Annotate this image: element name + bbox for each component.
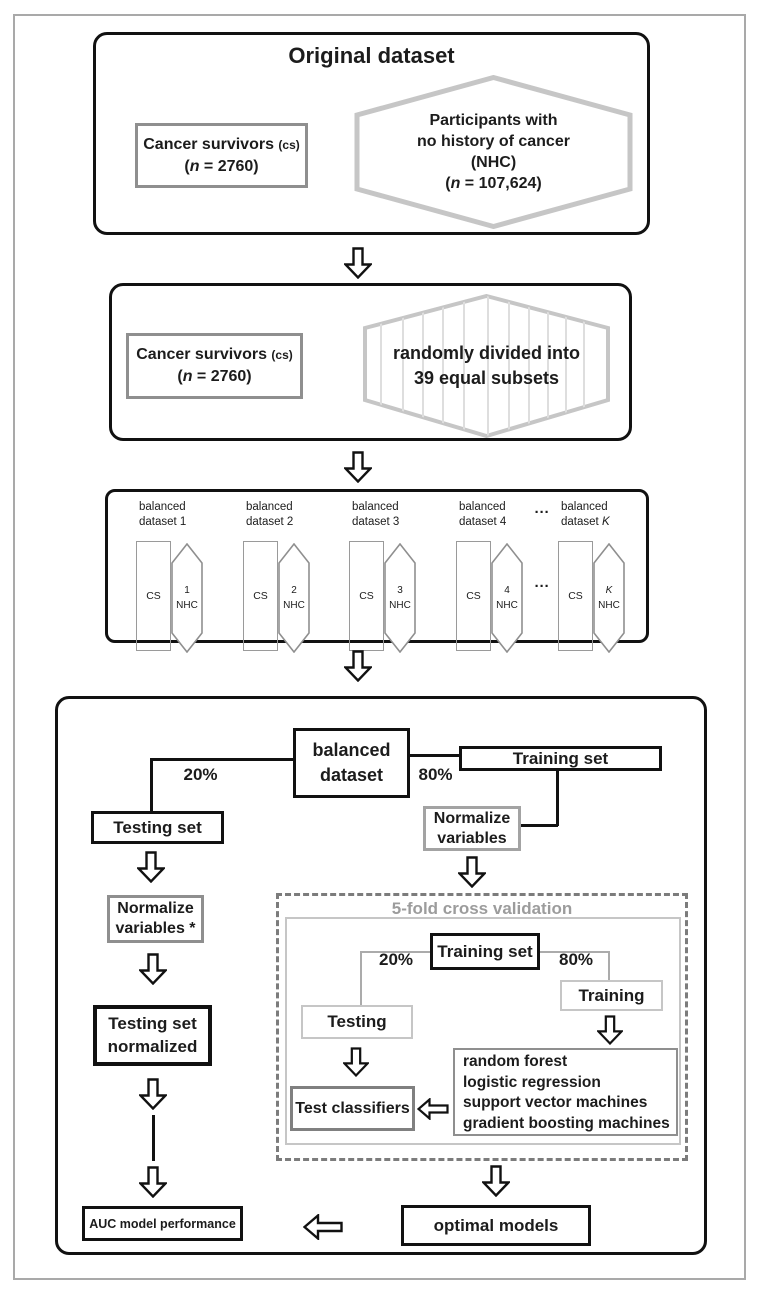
connector-line (150, 758, 293, 761)
cv-connector-line (540, 951, 610, 953)
down-arrow-icon (343, 1047, 369, 1077)
cancer-survivors-box-1: Cancer survivors (cs) (n = 2760) (135, 123, 308, 188)
training-set-node: Training set (459, 746, 662, 771)
group-label: balanced dataset 3 (352, 501, 400, 528)
classifier-item: random forest (463, 1053, 568, 1070)
nhc-n: (n = 107,624) (445, 175, 542, 193)
balanced-dataset-group-4: balanced dataset 4 CS 4 NHC (455, 500, 525, 653)
cancer-survivors-box-2: Cancer survivors (cs) (n = 2760) (126, 333, 303, 399)
group-label: balanced dataset K (561, 501, 610, 528)
group-label: balanced dataset 1 (139, 501, 187, 528)
nhc-small-hexagon (171, 543, 203, 653)
cv-training-node: Training (560, 980, 663, 1011)
pct-80-label: 80% (418, 765, 453, 784)
subsets-hexagon-shape (363, 294, 610, 438)
nhc-small-text: 4 NHC (496, 585, 518, 611)
cancer-survivors-n: (n = 2760) (177, 368, 252, 385)
testing-set-node: Testing set (91, 811, 224, 844)
cs-rect: CS (136, 541, 171, 651)
down-arrow-icon (139, 1166, 167, 1198)
balanced-dataset-node: balanced dataset (293, 728, 410, 798)
subsets-hexagon-text: randomly divided into 39 equal subsets (392, 342, 580, 388)
group-label: balanced dataset 4 (459, 501, 507, 528)
cross-validation-title: 5-fold cross validation (391, 899, 573, 918)
normalize-variables-test-node: Normalize variables * (107, 895, 204, 943)
optimal-models-node: optimal models (401, 1205, 591, 1246)
nhc-hexagon-shape (354, 75, 633, 229)
left-arrow-icon (417, 1098, 449, 1120)
balanced-dataset-group-2: balanced dataset 2 CS 2 NHC (242, 500, 312, 653)
balanced-dataset-group-1: balanced dataset 1 CS 1 NHC (135, 500, 205, 653)
figure-frame (13, 14, 746, 1280)
nhc-small-hexagon (593, 543, 625, 653)
down-arrow-icon (458, 856, 486, 888)
nhc-hexagon-text: Participants with no history of cancer (… (354, 75, 633, 229)
nhc-small-text: 3 NHC (389, 585, 411, 611)
cancer-survivors-n: (n = 2760) (184, 157, 259, 175)
classifier-list-node: random forest logistic regression suppor… (453, 1048, 678, 1136)
down-arrow-icon (137, 851, 165, 883)
classifier-item: logistic regression (463, 1073, 601, 1091)
auc-performance-node: AUC model performance (82, 1206, 243, 1241)
balanced-dataset-group-3: balanced dataset 3 CS 3 NHC (348, 500, 418, 653)
classifier-item: support vector machines (463, 1094, 648, 1111)
pipeline-box: balanced dataset 20% 80% Testing set Tra… (55, 696, 707, 1255)
testing-set-normalized-node: Testing set normalized (93, 1005, 212, 1066)
cancer-survivors-label: Cancer survivors (cs) (136, 345, 293, 363)
nhc-small-text: K NHC (598, 585, 620, 611)
nhc-small-hexagon (384, 543, 416, 653)
down-arrow-icon (344, 247, 372, 279)
down-arrow-icon (139, 953, 167, 985)
cs-rect: CS (243, 541, 278, 651)
normalize-variables-train-node: Normalize variables (423, 806, 521, 851)
down-arrow-icon (344, 650, 372, 682)
nhc-small-hexagon (278, 543, 310, 653)
cv-testing-node: Testing (301, 1005, 413, 1039)
cv-pct-20-label: 20% (378, 950, 414, 969)
pct-20-label: 20% (183, 765, 218, 784)
cs-rect: CS (456, 541, 491, 651)
connector-line (150, 758, 153, 811)
ellipsis-middle: ··· (534, 578, 550, 595)
down-arrow-icon (344, 451, 372, 483)
ellipsis-top: ··· (534, 504, 550, 521)
down-arrow-icon (597, 1015, 623, 1045)
group-label: balanced dataset 2 (246, 501, 294, 528)
cs-rect: CS (558, 541, 593, 651)
cross-validation-box (276, 893, 688, 1161)
random-division-box: Cancer survivors (cs) (n = 2760) randoml… (109, 283, 632, 441)
connector-line (152, 1115, 155, 1161)
cv-connector-line (608, 951, 610, 980)
original-dataset-title: Original dataset (288, 43, 455, 68)
connector-line (521, 824, 558, 827)
test-classifiers-node: Test classifiers (290, 1086, 415, 1131)
nhc-small-hexagon (491, 543, 523, 653)
down-arrow-icon (139, 1078, 167, 1110)
cv-connector-line (360, 951, 430, 953)
nhc-small-text: 1 NHC (176, 585, 198, 611)
balanced-dataset-group-k: balanced dataset K CS K NHC (557, 500, 627, 653)
cv-pct-80-label: 80% (558, 950, 594, 969)
left-arrow-icon (303, 1214, 343, 1240)
nhc-small-text: 2 NHC (283, 585, 305, 611)
original-dataset-box: Original dataset Cancer survivors (cs) (… (93, 32, 650, 235)
connector-line (410, 754, 459, 757)
balanced-datasets-box: balanced dataset 1 CS 1 NHC balanced dat… (105, 489, 649, 653)
connector-line (556, 771, 559, 826)
down-arrow-icon (482, 1165, 510, 1197)
cv-connector-line (360, 951, 362, 1005)
cancer-survivors-label: Cancer survivors (cs) (143, 135, 300, 153)
cv-training-set-node: Training set (430, 933, 540, 970)
cs-rect: CS (349, 541, 384, 651)
classifier-item: gradient boosting machines (463, 1114, 670, 1132)
